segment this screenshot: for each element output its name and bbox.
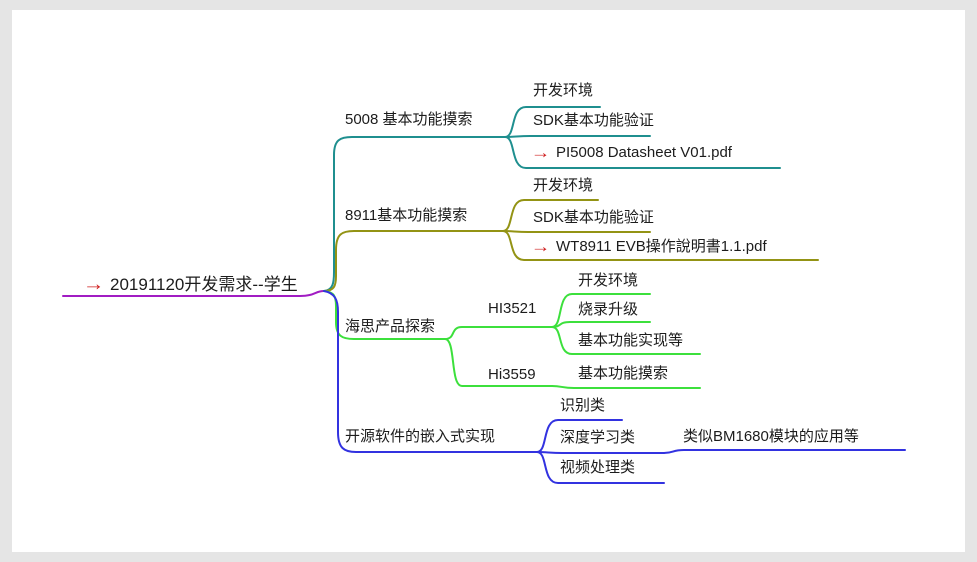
topic-label: 深度学习类 (560, 429, 636, 446)
topic-hisi[interactable]: 海思产品探索 (345, 317, 435, 336)
topic-label: PI5008 Datasheet V01.pdf (556, 144, 732, 161)
topic-8911-manual[interactable]: → WT8911 EVB操作說明書1.1.pdf (530, 237, 767, 256)
topic-label: 8911基本功能摸索 (345, 207, 468, 224)
topic-label: 开源软件的嵌入式实现 (345, 428, 496, 445)
topic-bm1680[interactable]: 类似BM1680模块的应用等 (683, 427, 859, 446)
topic-root[interactable]: → 20191120开发需求--学生 (82, 274, 298, 295)
topic-5008-sdk[interactable]: SDK基本功能验证 (533, 111, 654, 130)
hyperlink-arrow-icon: → (82, 274, 105, 295)
topic-label: 识别类 (560, 397, 606, 414)
topic-label: SDK基本功能验证 (533, 209, 654, 226)
topic-opensource[interactable]: 开源软件的嵌入式实现 (345, 427, 495, 446)
topic-8911-sdk[interactable]: SDK基本功能验证 (533, 208, 654, 227)
topic-label: Hi3559 (488, 366, 536, 383)
topic-videoprocessing[interactable]: 视频处理类 (560, 458, 635, 477)
topic-label: 类似BM1680模块的应用等 (683, 428, 859, 445)
topic-label: 基本功能摸索 (578, 365, 669, 382)
topic-5008-datasheet[interactable]: → PI5008 Datasheet V01.pdf (530, 143, 732, 162)
topic-5008-devenv[interactable]: 开发环境 (533, 81, 593, 100)
topic-8911[interactable]: 8911基本功能摸索 (345, 206, 467, 225)
topic-hi3559-explore[interactable]: 基本功能摸索 (578, 364, 668, 383)
topic-label: 基本功能实现等 (578, 332, 684, 349)
topic-label: HI3521 (488, 300, 537, 317)
topic-hi3521-burn[interactable]: 烧录升级 (578, 300, 638, 319)
topic-label: 烧录升级 (578, 301, 639, 318)
topic-hi3521-basicfunc[interactable]: 基本功能实现等 (578, 331, 683, 350)
topic-label: 开发环境 (533, 177, 594, 194)
topic-8911-devenv[interactable]: 开发环境 (533, 176, 593, 195)
topic-hi3559[interactable]: Hi3559 (488, 365, 536, 384)
topic-label: 开发环境 (578, 272, 639, 289)
topic-recognition[interactable]: 识别类 (560, 396, 605, 415)
topic-5008[interactable]: 5008 基本功能摸索 (345, 110, 473, 129)
hyperlink-arrow-icon: → (530, 143, 551, 162)
topic-label: SDK基本功能验证 (533, 112, 654, 129)
hyperlink-arrow-icon: → (530, 237, 551, 256)
topic-label: 视频处理类 (560, 459, 636, 476)
topic-label: 20191120开发需求--学生 (110, 275, 298, 294)
topic-label: 5008 基本功能摸索 (345, 111, 473, 128)
topic-hi3521[interactable]: HI3521 (488, 299, 536, 318)
topic-deeplearning[interactable]: 深度学习类 (560, 428, 635, 447)
topic-hi3521-devenv[interactable]: 开发环境 (578, 271, 638, 290)
topic-label: 海思产品探索 (345, 318, 436, 335)
topic-label: 开发环境 (533, 82, 594, 99)
topic-label: WT8911 EVB操作說明書1.1.pdf (556, 238, 767, 255)
